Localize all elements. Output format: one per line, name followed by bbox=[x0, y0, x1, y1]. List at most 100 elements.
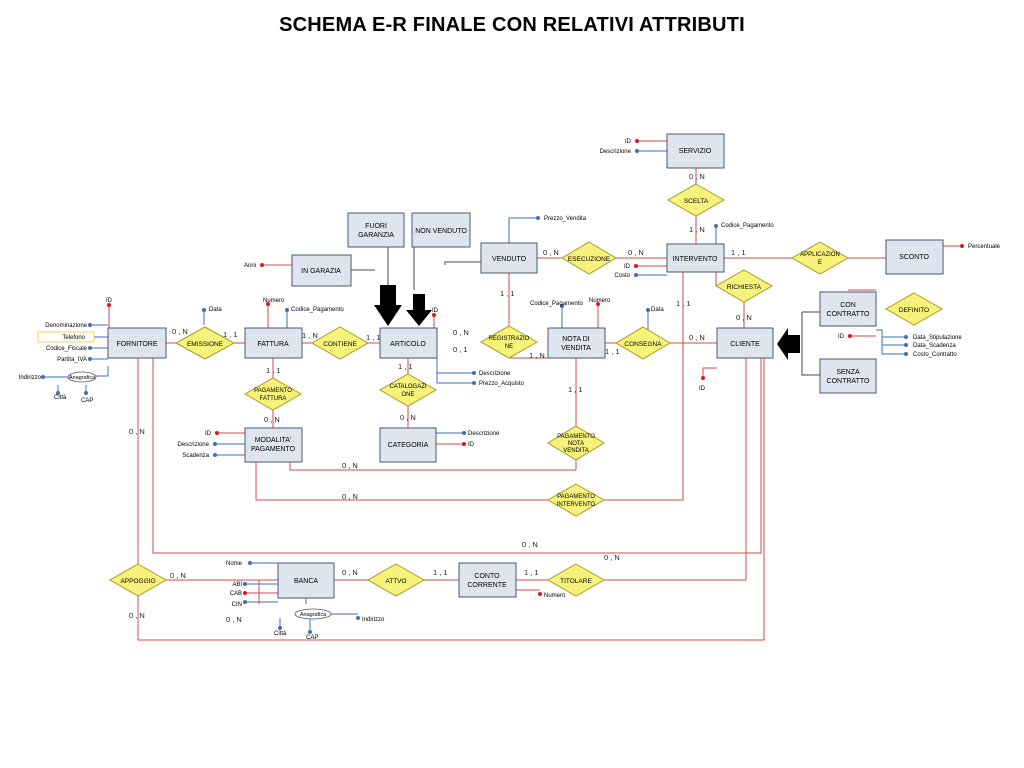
entity-intervento[interactable]: INTERVENTO bbox=[666, 243, 725, 273]
relation-contiene[interactable]: CONTIENE bbox=[310, 326, 370, 360]
attribute-dot bbox=[248, 561, 252, 565]
attribute-dot bbox=[243, 591, 247, 595]
entity-conto-corrente[interactable]: CONTO CORRENTE bbox=[458, 562, 517, 598]
attr-servizio-descrizione: Descrizione bbox=[600, 149, 632, 155]
attr-modalita-scadenza: Scadenza bbox=[182, 453, 209, 459]
cardinality-label: 0 , N bbox=[342, 568, 358, 577]
attribute-dot bbox=[432, 313, 436, 317]
cardinality-label: 1 , 1 bbox=[223, 330, 238, 339]
entity-label: CONTO bbox=[474, 573, 500, 580]
attr-banca-nome: Nome bbox=[226, 561, 243, 567]
relation-pagamento-nota-vendita[interactable]: PAGAMENTO NOTA VENDITA bbox=[547, 425, 605, 461]
inheritance-arrows bbox=[374, 285, 800, 360]
attribute-dot bbox=[472, 371, 476, 375]
relation-label: INTERVENTO bbox=[557, 502, 596, 508]
relationship-lines bbox=[137, 168, 886, 641]
relation-emissione[interactable]: EMISSIONE bbox=[174, 326, 236, 360]
attr-articolo-descrizione: Descrizione bbox=[479, 371, 511, 377]
attribute-dot bbox=[904, 352, 908, 356]
cardinality-label: 1 , 1 bbox=[568, 385, 583, 394]
entity-banca[interactable]: BANCA bbox=[277, 562, 335, 599]
entity-label: GARANZIA bbox=[358, 232, 394, 239]
relation-pagamento-fattura[interactable]: PAGAMENTO FATTURA bbox=[243, 377, 303, 411]
attribute-dot bbox=[88, 346, 92, 350]
attr-banca-anagrafica: Anagrafica bbox=[300, 612, 327, 618]
attr-costo: Costo bbox=[614, 273, 630, 279]
relation-definito[interactable]: DEFINITO bbox=[884, 292, 944, 326]
attribute-dot bbox=[472, 381, 476, 385]
cardinality-label: 1 , 1 bbox=[524, 568, 539, 577]
attribute-dot bbox=[308, 630, 312, 634]
attr-servizio-id: ID bbox=[625, 139, 632, 145]
relation-richiesta[interactable]: RICHIESTA bbox=[714, 269, 774, 303]
entity-non-venduto[interactable]: NON VENDUTO bbox=[411, 212, 471, 248]
entity-cliente[interactable]: CLIENTE bbox=[716, 327, 774, 359]
entity-senza-contratto[interactable]: SENZA CONTRATTO bbox=[819, 358, 877, 394]
relation-attivo[interactable]: ATTVO bbox=[366, 563, 426, 597]
attr-emissione-data: Data bbox=[209, 307, 222, 313]
attribute-dot bbox=[635, 149, 639, 153]
relation-titolare[interactable]: TITOLARE bbox=[546, 563, 606, 597]
attr-costo-contratto: Costo_Contratto bbox=[913, 352, 957, 358]
relation-label: CONTIENE bbox=[323, 341, 357, 348]
relation-label: PAGAMENTO bbox=[254, 388, 292, 394]
relation-scelta[interactable]: SCELTA bbox=[666, 183, 726, 217]
attr-anagrafica: Anagrafica bbox=[69, 375, 96, 381]
relation-label: APPOGGIO bbox=[120, 578, 155, 585]
entity-nota-vendita[interactable]: NOTA DI VENDITA bbox=[547, 327, 606, 359]
relation-label: E bbox=[818, 260, 822, 266]
entity-label: INTERVENTO bbox=[673, 256, 718, 263]
entity-label: SCONTO bbox=[899, 254, 929, 261]
entity-categoria[interactable]: CATEGORIA bbox=[379, 427, 437, 463]
relation-label: TITOLARE bbox=[560, 578, 592, 585]
relation-applicazione[interactable]: APPLICAZION E bbox=[790, 241, 850, 275]
attribute-dot bbox=[260, 263, 264, 267]
entity-fattura[interactable]: FATTURA bbox=[244, 327, 303, 359]
entity-label: VENDITA bbox=[561, 345, 591, 352]
attr-modalita-descrizione: Descrizione bbox=[178, 442, 210, 448]
entity-servizio[interactable]: SERVIZIO bbox=[666, 133, 725, 169]
relation-pagamento-intervento[interactable]: PAGAMENTO INTERVENTO bbox=[546, 483, 606, 517]
cardinality-label: 0 , N bbox=[628, 248, 644, 257]
attr-cliente-id: ID bbox=[699, 386, 706, 392]
relation-consegna[interactable]: CONSEGNA bbox=[615, 326, 671, 360]
relation-label: NOTA bbox=[568, 441, 584, 447]
relation-appoggio[interactable]: APPOGGIO bbox=[108, 563, 168, 597]
cardinality-label: 0 , N bbox=[342, 461, 358, 470]
attr-fattura-codice-pagamento: Codice_Pagamento bbox=[291, 307, 344, 313]
entity-modalita-pagamento[interactable]: MODALITA' PAGAMENTO bbox=[244, 427, 303, 463]
entity-fornitore[interactable]: FORNITORE bbox=[107, 327, 167, 359]
arrow-cliente-subtypes bbox=[777, 328, 800, 360]
attribute-dot bbox=[107, 303, 111, 307]
attribute-dot bbox=[634, 264, 638, 268]
attr-codice-fiscale: Codice_Fiscale bbox=[46, 346, 88, 352]
entity-label: IN GARAZIA bbox=[301, 268, 341, 275]
relation-registrazione[interactable]: REGISTRAZIO NE bbox=[479, 325, 539, 359]
attribute-dot bbox=[560, 304, 564, 308]
entity-venduto[interactable]: VENDUTO bbox=[480, 242, 538, 274]
entity-label: SENZA bbox=[836, 369, 860, 376]
entity-fuori-garanzia[interactable]: FUORI GARANZIA bbox=[347, 212, 405, 248]
attr-abi: ABI bbox=[232, 582, 242, 588]
attribute-dot bbox=[596, 302, 600, 306]
relation-label: RICHIESTA bbox=[727, 284, 762, 291]
entity-in-garanzia[interactable]: IN GARAZIA bbox=[291, 254, 352, 287]
attribute-dot bbox=[646, 308, 650, 312]
entity-label: SERVIZIO bbox=[679, 148, 712, 155]
cardinality-label: 0 , N bbox=[543, 248, 559, 257]
relation-catalogazione[interactable]: CATALOGAZI ONE bbox=[378, 373, 438, 407]
entity-label: CLIENTE bbox=[730, 341, 760, 348]
entity-label: FATTURA bbox=[257, 341, 289, 348]
cardinality-label: 0 , N bbox=[400, 413, 416, 422]
attr-modalita-id: ID bbox=[205, 431, 212, 437]
attr-cab: CAB bbox=[230, 591, 242, 597]
relation-label: DEFINITO bbox=[899, 307, 929, 314]
entity-con-contratto[interactable]: CON CONTRATTO bbox=[819, 291, 877, 327]
entity-label: NON VENDUTO bbox=[415, 228, 467, 235]
attribute-dot bbox=[88, 323, 92, 327]
entity-articolo[interactable]: ARTICOLO bbox=[379, 327, 438, 359]
entity-sconto[interactable]: SCONTO bbox=[885, 239, 944, 275]
relation-esecuzione[interactable]: ESECUZIONE bbox=[561, 241, 617, 275]
cardinality-label: 0 , N bbox=[453, 328, 469, 337]
attribute-dot bbox=[213, 453, 217, 457]
